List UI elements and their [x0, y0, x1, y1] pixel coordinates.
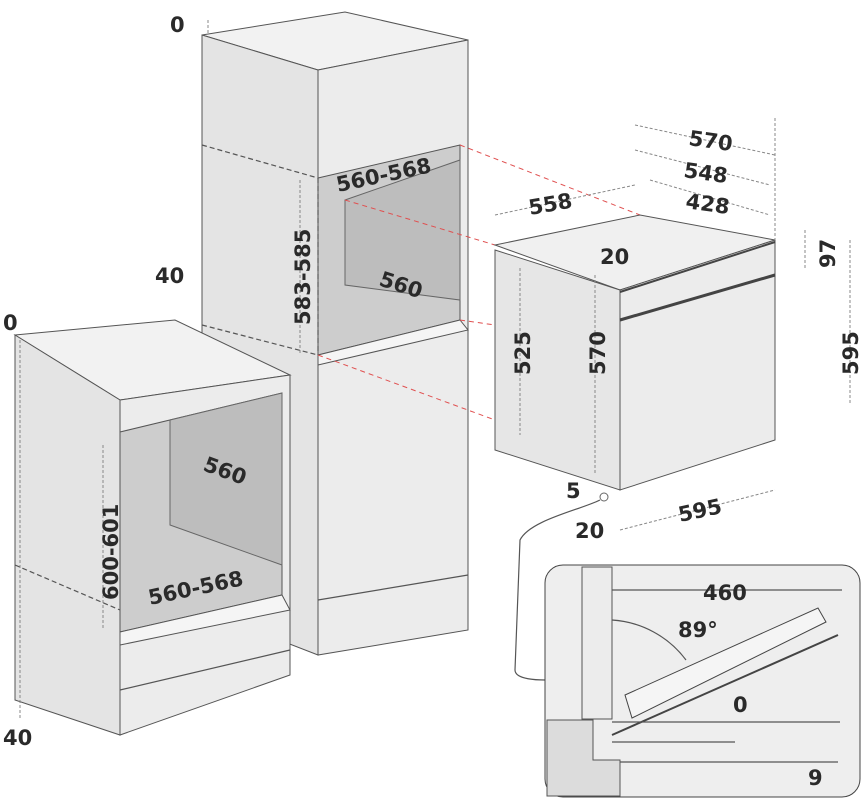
oven-front-offset-label: 20 — [575, 519, 604, 543]
base-cabinet — [13, 319, 292, 736]
base-bottom-gap-label: 40 — [3, 726, 32, 750]
door-clearance-bottom-label: 9 — [808, 766, 823, 790]
oven-width-label: 595 — [676, 494, 724, 527]
oven-body-height-label: 570 — [586, 331, 610, 375]
oven-side-depth-label: 558 — [527, 189, 574, 220]
oven-top-offset-label: 20 — [600, 245, 629, 269]
door-angle-label: 89° — [678, 618, 718, 642]
door-detail-box — [544, 564, 861, 798]
oven-bottom-offset-label: 5 — [566, 479, 581, 503]
oven — [493, 214, 776, 491]
oven-panel-height-label: 97 — [816, 239, 840, 268]
detail-callout-line — [514, 499, 601, 681]
door-length-label: 460 — [703, 581, 747, 605]
oven-side-height-label: 525 — [511, 331, 535, 375]
oven-depth-total-label: 570 — [687, 126, 734, 156]
base-niche-height-label: 600-601 — [99, 504, 123, 600]
tall-top-gap-label: 0 — [170, 13, 185, 37]
tall-side-gap-label: 40 — [155, 264, 184, 288]
dimension-lines — [19, 20, 851, 720]
oven-depth-top-label: 428 — [684, 189, 731, 219]
oven-front-height-label: 595 — [839, 331, 863, 375]
oven-depth-body-label: 548 — [682, 158, 729, 188]
base-top-gap-label: 0 — [3, 311, 18, 335]
door-clearance-top-label: 0 — [733, 693, 748, 717]
tall-niche-height-label: 583-585 — [291, 229, 315, 325]
